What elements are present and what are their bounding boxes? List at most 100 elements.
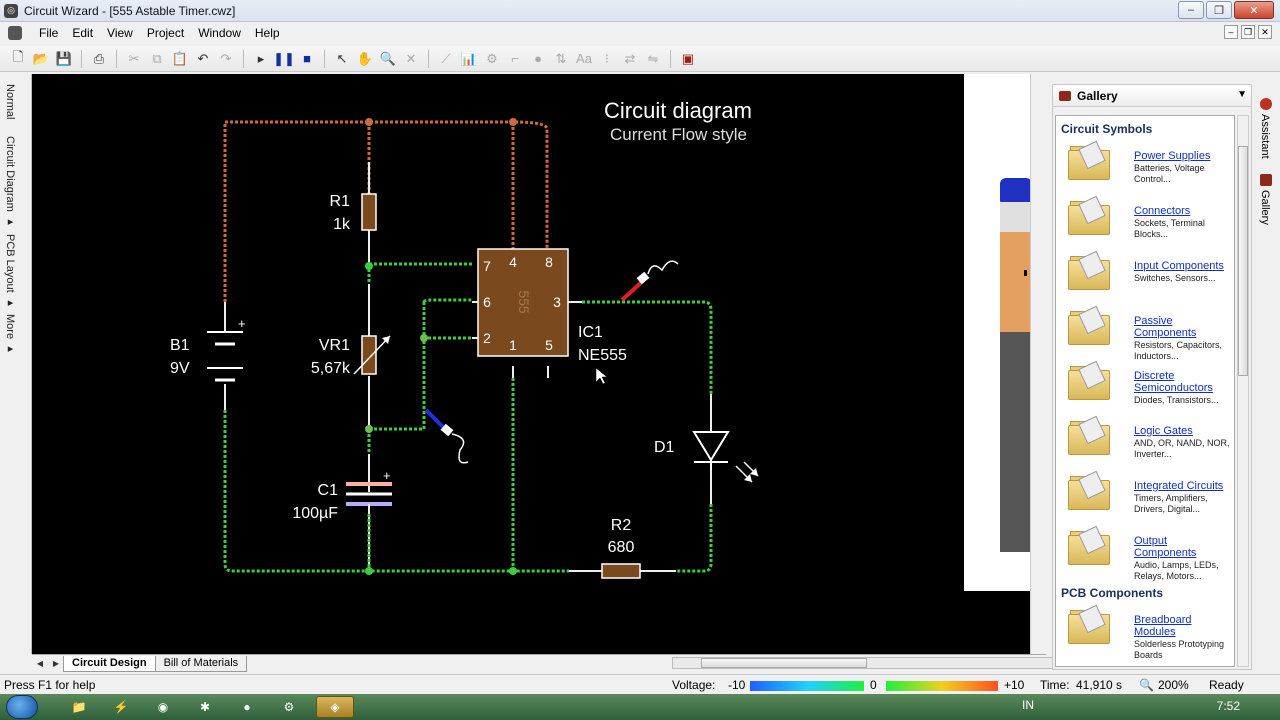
probe-icon[interactable]: ⟋ [441,50,451,66]
ic1-chip[interactable]: 555 7 4 8 6 3 2 1 5 IC1 NE555 [477,248,627,364]
pointer-icon[interactable]: ↖ [336,50,348,66]
flip-icon[interactable]: ⇄ [624,50,636,66]
tab-circuit-design[interactable]: Circuit Design [63,655,156,672]
gallery-link[interactable]: Discrete Semiconductors [1134,370,1213,394]
graph-icon[interactable]: 📊 [460,50,478,66]
cut-icon[interactable]: ✂ [128,50,140,66]
zoom-icon[interactable]: 🔍 [379,50,397,66]
diagram-subtitle: Current Flow style [610,125,747,144]
canvas-horizontal-scrollbar[interactable] [672,657,1062,669]
gallery-link[interactable]: Integrated Circuits [1134,480,1224,492]
save-icon[interactable]: 💾 [55,50,73,66]
gallery-link[interactable]: Connectors [1134,205,1191,217]
doc-restore-button[interactable]: ❐ [1241,25,1255,39]
delete-icon[interactable]: ✕ [405,50,417,66]
capacitor-c1[interactable]: + C1 100µF [292,454,392,522]
mirror-icon[interactable]: ⇋ [647,50,659,66]
print-icon[interactable]: ⎙ [93,50,105,66]
resistor-r1[interactable]: R1 1k [330,193,377,233]
align-icon[interactable]: ⁝ [604,50,610,66]
chip-marking: 555 [516,290,532,314]
document-icon[interactable] [8,26,22,40]
tab-normal[interactable]: Normal [4,84,16,120]
blue-probe-icon[interactable] [424,408,469,464]
menu-window[interactable]: Window [198,26,241,40]
settings-icon[interactable]: ✱ [199,700,211,714]
junction-icon[interactable]: ● [534,51,542,66]
circuit-wizard-taskbar-icon[interactable]: ◈ [316,696,354,718]
battery-b1[interactable]: + B1 9V [170,316,246,382]
tab-circuit-diagram[interactable]: Circuit Diagram ▸ [4,136,16,228]
canvas-vertical-scrollbar[interactable] [1030,74,1046,654]
paste-icon[interactable]: 📋 [171,50,189,66]
gallery-toolbar-icon[interactable]: ▣ [681,50,695,66]
gallery-scroll-thumb[interactable] [1238,146,1248,376]
language-indicator[interactable]: IN [1022,698,1034,712]
undo-icon[interactable]: ↶ [197,50,209,66]
ic1-label: IC1 [578,324,603,341]
tab-bill-of-materials[interactable]: Bill of Materials [154,655,248,672]
menu-file[interactable]: File [39,26,59,40]
tab-assistant[interactable]: Assistant [1259,114,1271,159]
rotate-icon[interactable]: ⇅ [555,50,567,66]
pause-icon[interactable]: ❚❚ [273,50,295,66]
red-probe-icon[interactable] [620,260,679,302]
menu-project[interactable]: Project [146,26,185,40]
redo-icon[interactable]: ↷ [220,50,232,66]
clock[interactable]: 7:52 [1216,699,1240,713]
tab-pcb-layout[interactable]: PCB Layout ▸ [4,234,16,309]
tab-gallery[interactable]: Gallery [1259,190,1271,225]
close-button[interactable]: ✕ [1234,1,1274,19]
doc-close-button[interactable]: ✕ [1258,25,1272,39]
doc-minimize-button[interactable]: ‒ [1224,25,1238,39]
tab-scroll-left-icon[interactable]: ◀ [36,659,44,668]
resistor-r2[interactable]: R2 680 [601,517,641,579]
gallery-link[interactable]: Breadboard Modules [1134,614,1192,638]
menu-edit[interactable]: Edit [72,26,94,40]
tab-scroll-right-icon[interactable]: ▶ [52,659,60,668]
explorer-icon[interactable]: 📁 [71,700,87,714]
minimize-button[interactable]: ‒ [1178,1,1204,19]
text-icon[interactable]: Aa [576,51,592,66]
open-folder-icon[interactable]: 📂 [32,50,50,66]
new-icon[interactable]: 🗋 [12,48,24,64]
zoom-icon[interactable]: 🔍 [1139,678,1154,692]
gallery-link[interactable]: Passive Components [1134,315,1197,339]
copy-icon[interactable]: ⧉ [152,50,162,66]
tool-icon[interactable]: ⚙ [283,700,295,714]
restore-button[interactable]: ❐ [1206,1,1232,19]
hand-icon[interactable]: ✋ [356,50,374,66]
app-taskbar-icon[interactable]: ⚡ [113,700,129,714]
gallery-link[interactable]: Input Components [1134,260,1224,272]
gallery-header[interactable]: Gallery ▼ [1053,85,1251,107]
menu-help[interactable]: Help [254,26,280,40]
gallery-link[interactable]: Output Components [1134,535,1197,559]
gallery-link[interactable]: Power Supplies [1134,150,1211,162]
variable-resistor-vr1[interactable]: VR1 5,67k [311,335,391,377]
stop-icon[interactable]: ■ [303,51,311,66]
recorder-icon[interactable]: ● [243,700,251,714]
tab-more[interactable]: More ▸ [4,314,16,356]
gallery-link[interactable]: Logic Gates [1134,425,1193,437]
start-button[interactable] [6,695,38,719]
run-icon[interactable]: ▸ [257,50,265,66]
wire-icon[interactable]: ⌐ [511,51,519,66]
section-circuit-symbols: Circuit Symbols [1061,122,1153,136]
led-d1[interactable]: D1 [654,431,759,483]
circuit-canvas[interactable]: Circuit diagram Current Flow style [32,74,1030,654]
scroll-thumb[interactable] [701,658,867,668]
component-icon[interactable]: ⚙ [486,50,498,66]
menu-view[interactable]: View [107,26,133,40]
gallery-scrollbar[interactable] [1237,115,1249,667]
browser-icon[interactable]: ◉ [157,700,169,714]
chevron-down-icon[interactable]: ▼ [1237,89,1247,100]
